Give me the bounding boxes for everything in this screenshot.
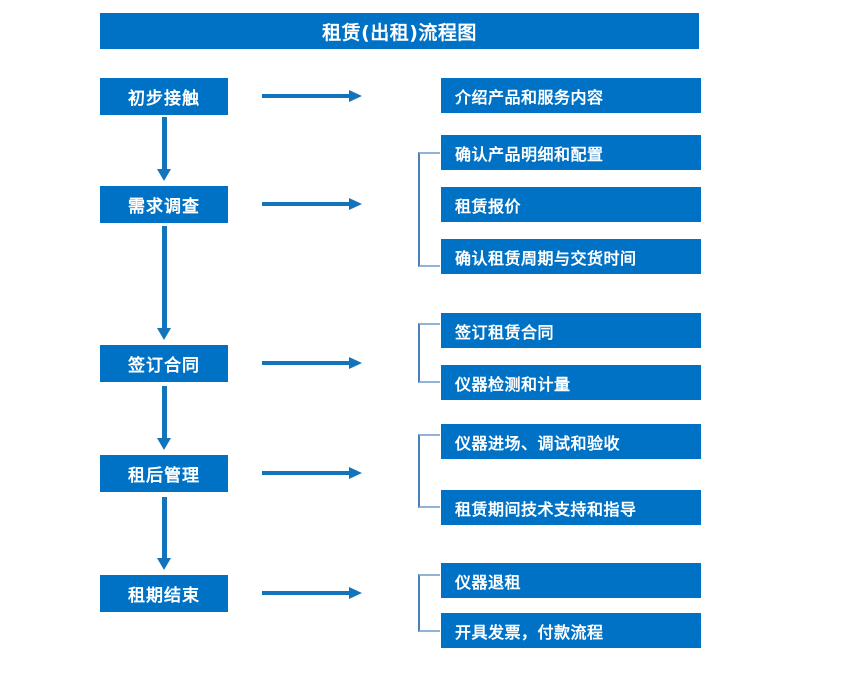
stage-box-4[interactable]: 租后管理 [100,455,228,492]
stage-box-1[interactable]: 初步接触 [100,78,228,115]
stage-to-detail-arrow-1 [262,89,362,103]
bracket-group-4 [418,434,440,508]
page-title: 租赁(出租)流程图 [100,13,699,49]
detail-box-3[interactable]: 租赁报价 [441,187,701,222]
stage-box-3[interactable]: 签订合同 [100,345,228,382]
detail-box-7[interactable]: 仪器进场、调试和验收 [441,424,701,459]
flow-arrow-down-3 [157,386,171,450]
flow-arrow-down-4 [157,497,171,570]
stage-to-detail-arrow-5 [262,586,362,600]
stage-box-5[interactable]: 租期结束 [100,575,228,612]
stage-to-detail-arrow-2 [262,197,362,211]
flow-arrow-down-2 [157,226,171,340]
bracket-group-5 [418,574,440,632]
stage-box-2[interactable]: 需求调查 [100,186,228,223]
flow-arrow-down-1 [157,117,171,181]
detail-box-4[interactable]: 确认租赁周期与交货时间 [441,239,701,274]
bracket-group-3 [418,323,440,383]
detail-box-10[interactable]: 开具发票，付款流程 [441,613,701,648]
detail-box-2[interactable]: 确认产品明细和配置 [441,135,701,170]
detail-box-9[interactable]: 仪器退租 [441,563,701,598]
detail-box-8[interactable]: 租赁期间技术支持和指导 [441,490,701,525]
detail-box-1[interactable]: 介绍产品和服务内容 [441,78,701,113]
stage-to-detail-arrow-4 [262,466,362,480]
detail-box-6[interactable]: 仪器检测和计量 [441,365,701,400]
bracket-group-2 [418,152,440,267]
detail-box-5[interactable]: 签订租赁合同 [441,313,701,348]
stage-to-detail-arrow-3 [262,356,362,370]
